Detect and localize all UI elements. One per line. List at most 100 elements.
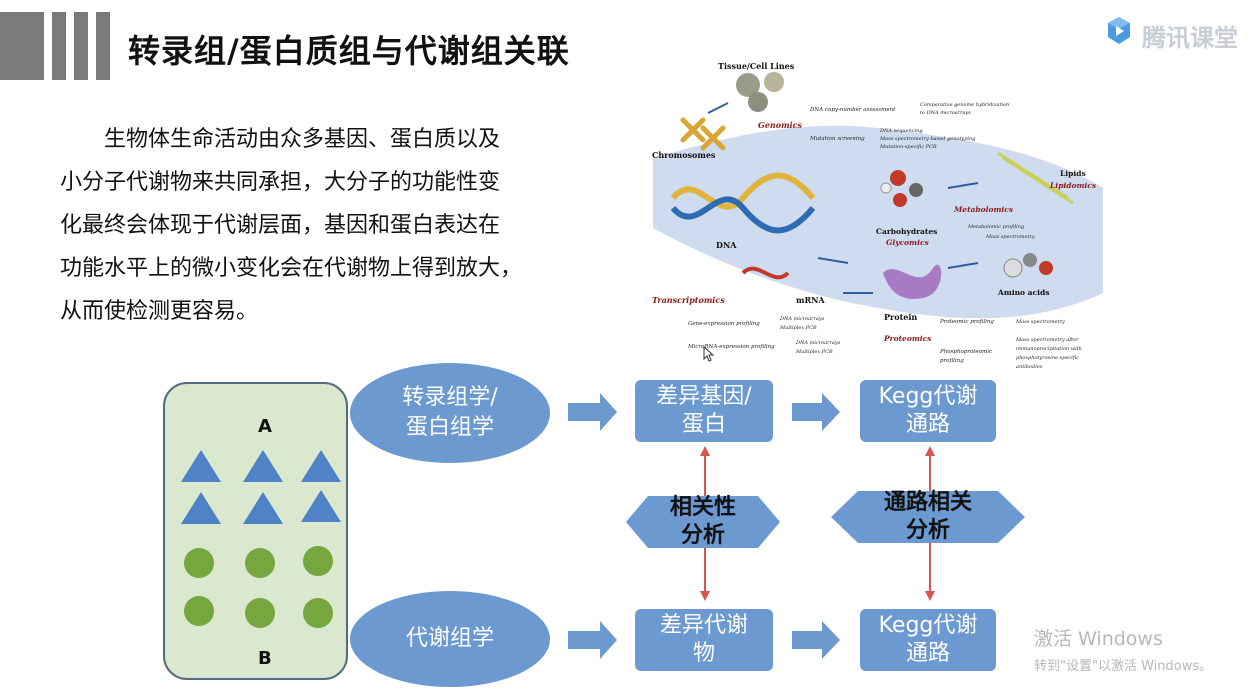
- tissue-cell-icon: [736, 73, 760, 97]
- right-arrow-icon: [568, 621, 617, 659]
- label-multiplex-pcr-2: Multiplex PCR: [795, 349, 833, 355]
- label-amino-acids: Amino acids: [997, 288, 1049, 297]
- label-microrna: MicroRNA-expression profiling: [687, 344, 775, 350]
- molecule-atom-icon: [1023, 253, 1037, 267]
- label-proteomics: Proteomics: [883, 334, 932, 343]
- node-line: 差异基因/: [656, 384, 752, 409]
- node-line: 通路: [905, 412, 950, 437]
- label-mutation: Mutation screening: [809, 136, 865, 142]
- label-gene-expression: Gene-expression profiling: [688, 321, 760, 327]
- label-seq-3: Mutation-specific PCR: [879, 144, 937, 150]
- flow-arrow-icon: [947, 182, 979, 189]
- flow-arrow-icon: [947, 262, 979, 269]
- molecule-atom-icon: [1039, 261, 1053, 275]
- flow-arrow-icon: [707, 102, 729, 114]
- paragraph-line: 化最终会体现于代谢层面，基因和蛋白表达在: [60, 213, 501, 238]
- label-ms-after-2: immunoprecipitation with: [1016, 346, 1082, 352]
- label-lipidomics: Lipidomics: [1049, 181, 1097, 190]
- node-line: 差异代谢: [659, 613, 748, 638]
- label-dna-microarrays-2: DNA microarrays: [795, 340, 841, 346]
- header-bar-1: [0, 12, 44, 80]
- node-line: 通路: [905, 641, 950, 666]
- circle-icon: [245, 598, 275, 628]
- correlation-hexagon: [626, 496, 780, 548]
- label-genomics: Genomics: [758, 120, 802, 130]
- label-tissue: Tissue/Cell Lines: [718, 61, 795, 71]
- node-line: 转录组学/: [402, 385, 498, 410]
- lipid-chain-icon: [997, 151, 1074, 205]
- label-carbohydrates: Carbohydrates: [876, 227, 937, 236]
- label-proteomic-profiling: Proteomic profiling: [939, 319, 994, 325]
- label-transcriptomics: Transcriptomics: [652, 295, 725, 305]
- correlation-label: 相关性分析: [626, 495, 780, 548]
- panel-shapes: [181, 450, 341, 628]
- node-line: 物: [692, 641, 715, 666]
- intro-paragraph: 生物体生命活动由众多基因、蛋白质以及 小分子代谢物来共同承担，大分子的功能性变 …: [60, 118, 580, 333]
- watermark-line-2: 转到"设置"以激活 Windows。: [1034, 659, 1213, 674]
- paragraph-line: 从而使检测更容易。: [60, 299, 259, 324]
- label-phospho-1: Phosphoproteomic: [939, 349, 992, 355]
- node-metabolomics: 代谢组学: [350, 591, 550, 687]
- triangle-icon: [243, 492, 283, 524]
- label-cgh-1: Comparative genome hybridization: [920, 102, 1009, 108]
- label-multiplex-pcr: Multiplex PCR: [779, 325, 817, 331]
- label-dna-microarrays: DNA microarrays: [779, 316, 825, 322]
- triangle-icon: [301, 450, 341, 482]
- node-transcriptomics-proteomics: 转录组学/蛋白组学: [350, 363, 550, 463]
- page-title: 转录组/蛋白质组与代谢组关联: [128, 32, 570, 70]
- red-arrowhead-icon: [925, 591, 935, 601]
- pathway-correlation-label: 通路相关分析: [831, 490, 1025, 543]
- chromosome-icon: [680, 117, 726, 151]
- molecule-atom-icon: [893, 193, 907, 207]
- molecule-atom-icon: [1003, 258, 1023, 278]
- watermark-line-1: 激活 Windows: [1034, 628, 1163, 650]
- brand-logo-text: 腾讯课堂: [1142, 24, 1238, 52]
- node-line: 通路相关: [883, 490, 972, 515]
- mrna-strand-icon: [741, 266, 790, 280]
- paragraph-line: 生物体生命活动由众多基因、蛋白质以及: [104, 127, 501, 152]
- triangle-icon: [181, 492, 221, 524]
- red-arrowhead-icon: [700, 446, 710, 456]
- node-kegg-bottom: Kegg代谢通路: [860, 609, 996, 671]
- node-kegg-top: Kegg代谢通路: [860, 380, 996, 442]
- right-arrow-icon: [792, 393, 840, 431]
- sample-panel: A B: [163, 382, 348, 680]
- tissue-cell-icon: [764, 72, 784, 92]
- label-dna: DNA: [716, 240, 737, 250]
- flow-arrow-icon: [817, 257, 849, 264]
- circle-icon: [245, 548, 275, 578]
- dna-helix-icon: [670, 196, 816, 234]
- circle-icon: [303, 546, 333, 576]
- tissue-cell-icon: [748, 92, 768, 112]
- header-bar-3: [74, 12, 88, 80]
- right-arrow-icon: [568, 393, 617, 431]
- label-metabolomics: Metabolomics: [953, 205, 1014, 214]
- label-dna-copy: DNA copy-number assessment: [809, 107, 896, 113]
- header-bar-2: [52, 12, 66, 80]
- label-ms-after-4: antibodies: [1016, 364, 1043, 370]
- windows-activation-watermark: 激活 Windows 转到"设置"以激活 Windows。: [1034, 624, 1212, 674]
- header-bar-4: [96, 12, 110, 80]
- paragraph-line: 功能水平上的微小变化会在代谢物上得到放大，: [60, 256, 523, 281]
- node-line: Kegg代谢: [878, 613, 978, 638]
- node-line: 分析: [680, 523, 725, 548]
- label-phospho-2: profiling: [940, 358, 964, 364]
- node-line: 分析: [905, 518, 950, 543]
- label-glycomics: Glycomics: [886, 238, 930, 247]
- label-chromosomes: Chromosomes: [652, 150, 716, 160]
- molecule-atom-icon: [890, 170, 906, 186]
- node-diff-genes-proteins: 差异基因/蛋白: [635, 380, 773, 442]
- omics-figure: Tissue/Cell Lines Chromosomes Genomics D…: [652, 61, 1103, 370]
- node-line: 蛋白组学: [405, 415, 494, 440]
- label-mrna: mRNA: [796, 295, 825, 305]
- node-line: 蛋白: [681, 412, 726, 437]
- triangle-icon: [243, 450, 283, 482]
- molecule-atom-icon: [909, 183, 923, 197]
- label-seq-1: DNA sequencing: [879, 128, 923, 134]
- label-ms-after-3: phosphotyrosine-specific: [1016, 355, 1079, 361]
- label-mass-spec: Mass spectrometry: [985, 234, 1035, 240]
- node-line: 代谢组学: [405, 626, 494, 651]
- mouse-cursor-icon: [703, 346, 715, 362]
- molecule-atom-icon: [880, 182, 892, 194]
- label-protein: Protein: [884, 312, 917, 322]
